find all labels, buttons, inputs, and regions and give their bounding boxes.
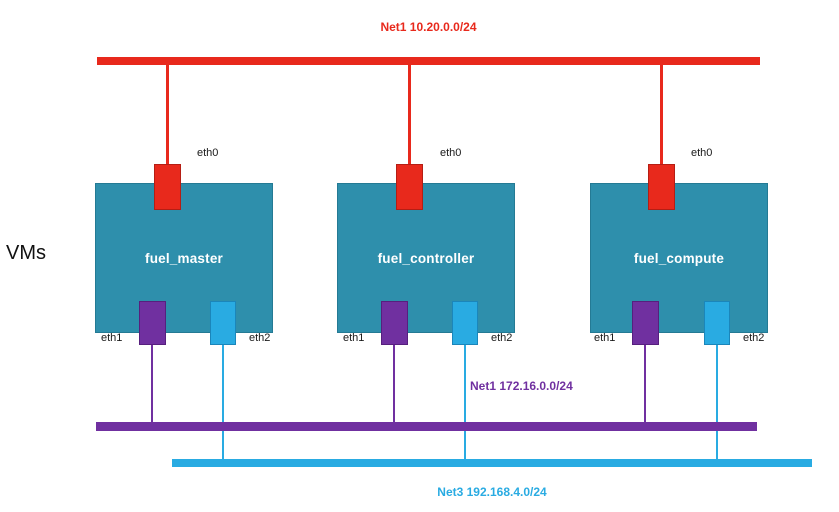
eth2-port <box>452 301 478 345</box>
vm-node: fuel_compute <box>590 183 768 333</box>
vm-name: fuel_compute <box>633 250 725 266</box>
vm-node: fuel_controller <box>337 183 515 333</box>
eth0-port <box>154 164 181 210</box>
eth1-label: eth1 <box>594 332 616 344</box>
eth2-connector-line <box>222 345 224 460</box>
eth0-connector-line <box>166 65 169 165</box>
net1-middle-bus-bar <box>96 422 757 431</box>
eth0-connector-line <box>660 65 663 165</box>
eth1-connector-line <box>151 345 153 423</box>
eth2-label: eth2 <box>743 332 765 344</box>
net1-middle-label: Net1 172.16.0.0/24 <box>470 379 573 393</box>
vms-side-label: VMs <box>6 242 46 264</box>
eth0-label: eth0 <box>691 147 713 159</box>
eth2-label: eth2 <box>491 332 513 344</box>
eth0-label: eth0 <box>197 147 219 159</box>
vm-name: fuel_controller <box>377 250 475 266</box>
eth0-port <box>396 164 423 210</box>
eth2-port <box>704 301 730 345</box>
eth0-label: eth0 <box>440 147 462 159</box>
eth2-connector-line <box>716 345 718 460</box>
eth1-port <box>139 301 166 345</box>
eth2-connector-line <box>464 345 466 460</box>
vm-name: fuel_master <box>145 250 223 266</box>
vm-node: fuel_master <box>95 183 273 333</box>
eth2-port <box>210 301 236 345</box>
eth1-label: eth1 <box>101 332 123 344</box>
net3-bottom-bus-bar <box>172 459 812 467</box>
eth1-connector-line <box>393 345 395 423</box>
eth0-connector-line <box>408 65 411 165</box>
net1-top-bus-bar <box>97 57 760 65</box>
eth1-port <box>381 301 408 345</box>
net3-bottom-label: Net3 192.168.4.0/24 <box>437 485 547 499</box>
eth1-port <box>632 301 659 345</box>
eth2-label: eth2 <box>249 332 271 344</box>
eth1-label: eth1 <box>343 332 365 344</box>
net1-top-label: Net1 10.20.0.0/24 <box>380 20 477 34</box>
eth0-port <box>648 164 675 210</box>
eth1-connector-line <box>644 345 646 423</box>
